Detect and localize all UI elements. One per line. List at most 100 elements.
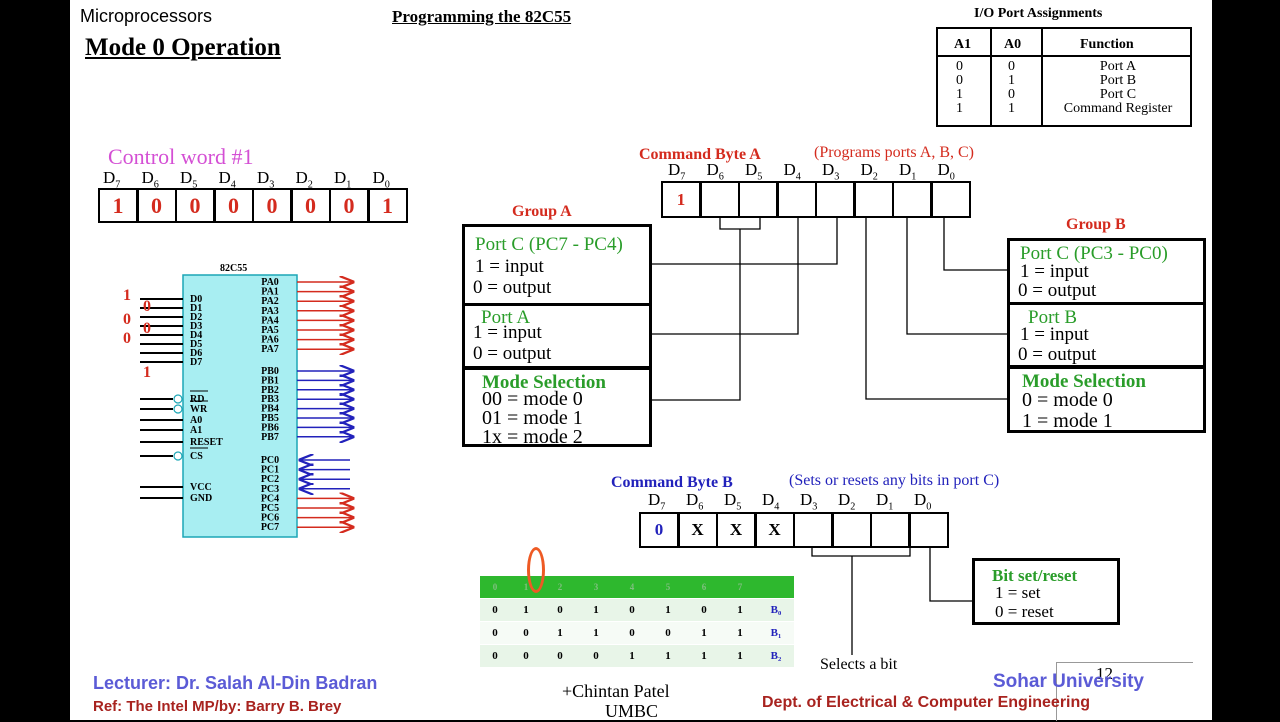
group-a-mode-0: 00 = mode 0: [482, 388, 583, 410]
chip-pin-label: PC0: [261, 455, 279, 466]
chip-pin-label: PA0: [261, 277, 279, 288]
control-word-bit-cell: 0: [213, 188, 254, 223]
header-a0: A0: [1004, 37, 1022, 52]
control-word-bit-cell: 0: [329, 188, 369, 223]
chip-pin-label: PB4: [261, 404, 279, 415]
bit-table-cell: 0: [480, 599, 511, 621]
bit-table-cell: 1: [722, 599, 759, 621]
chip-pin-label: GND: [190, 493, 212, 504]
command-b-bit-cell: [908, 512, 949, 548]
bit-table-cell: 1: [686, 645, 723, 667]
bit-label: D0: [937, 160, 955, 183]
command-a-bit-cell: [892, 181, 932, 218]
bit-table-cell: 0: [650, 622, 687, 644]
chip-pin-label: RD: [190, 394, 204, 405]
control-word-bit-cell: 0: [136, 188, 177, 223]
group-a-portc-title: Port C (PC7 - PC4): [475, 234, 623, 255]
chip-pin-label: CS: [190, 451, 203, 462]
command-a-bit-cell: [853, 181, 894, 218]
bit-table-header-cell: 7: [722, 576, 759, 598]
bit-table-header-cell: 2: [542, 576, 579, 598]
inverter-bubble: [173, 451, 183, 461]
data-pin-value: 0: [143, 320, 151, 337]
bit-set-reset-box: Bit set/reset 1 = set 0 = reset: [972, 558, 1120, 625]
bit-table-cell: 1: [650, 599, 687, 621]
bit-label: D2: [838, 490, 856, 513]
chip-pin-label: RESET: [190, 437, 223, 448]
group-a-mode-title: Mode Selection: [482, 372, 607, 393]
chip-pin-label: PB0: [261, 366, 279, 377]
io-row-a0: 0: [1008, 87, 1015, 102]
chip-pin-label: PB2: [261, 385, 279, 396]
bit-table-cell: 1: [542, 622, 579, 644]
io-row-function: Port B: [1099, 73, 1137, 88]
chip-pin-label: PC7: [261, 522, 279, 533]
group-a-mode-2: 1x = mode 2: [482, 426, 583, 448]
university-label: Sohar University: [993, 671, 1144, 692]
bit-table-cell: 1: [686, 622, 723, 644]
bit-set-label: 1 = set: [995, 583, 1041, 602]
chip-pin-label: PB1: [261, 375, 279, 386]
chip-pin-label: PC1: [261, 465, 279, 476]
group-b-portb-title: Port B: [1028, 307, 1078, 328]
chip-pin-label: D2: [190, 312, 202, 323]
group-b-portc-input: 1 = input: [1020, 261, 1089, 282]
chip-pin-label: PC2: [261, 474, 279, 485]
io-row-a1: 1: [956, 87, 963, 102]
group-b-mode-0: 0 = mode 0: [1022, 389, 1113, 411]
bit-table-cell: B₀: [758, 599, 795, 621]
group-b-portc-box: Port C (PC3 - PC0) 1 = input 0 = output: [1007, 238, 1206, 305]
bit-label: D1: [334, 168, 352, 191]
control-word-bit-cell: 0: [252, 188, 292, 223]
bit-table-cell: 0: [480, 622, 511, 644]
group-b-portc-title: Port C (PC3 - PC0): [1020, 243, 1168, 264]
bit-label: D3: [257, 168, 275, 191]
bit-table-cell: 1: [650, 645, 687, 667]
bit-label: D7: [648, 490, 666, 513]
command-b-note: (Sets or resets any bits in port C): [789, 472, 1000, 489]
bit-table-cell: 1: [722, 645, 759, 667]
chip-pin-label: D1: [190, 303, 202, 314]
command-b-title: Command Byte B: [611, 474, 733, 491]
page-title: Mode 0 Operation: [85, 34, 281, 61]
group-a-portc-box: Port C (PC7 - PC4) 1 = input 0 = output: [462, 224, 652, 306]
group-b-portb-input: 1 = input: [1020, 324, 1089, 345]
chip-pin-label: WR: [190, 404, 208, 415]
bit-label: D6: [141, 168, 159, 191]
bit-label: D2: [860, 160, 878, 183]
chip-pin-label: PC3: [261, 484, 279, 495]
group-a-portc-output: 0 = output: [473, 277, 552, 298]
chip-pin-label: D6: [190, 348, 202, 359]
bit-table-cell: 0: [510, 622, 543, 644]
command-b-bit-cell: X: [754, 512, 795, 548]
chip-pin-label: D4: [190, 330, 202, 341]
chip-pin-label: D7: [190, 357, 202, 368]
group-a-mode-box: Mode Selection 00 = mode 0 01 = mode 1 1…: [462, 367, 652, 448]
bit-table-cell: B₂: [758, 645, 795, 667]
control-word-bit-cell: 1: [367, 188, 408, 223]
command-a-bit-cell: [699, 181, 740, 218]
bit-table-header-cell: [758, 576, 795, 598]
data-pin-value: 1: [123, 287, 131, 304]
page-number-box: [1056, 662, 1193, 721]
bit-table-cell: 1: [578, 622, 615, 644]
group-b-mode-box: Mode Selection 0 = mode 0 1 = mode 1: [1007, 366, 1206, 433]
bit-table-header-cell: 3: [578, 576, 615, 598]
chip-pin-label: PB5: [261, 413, 279, 424]
chip-pin-label: PA7: [261, 344, 279, 355]
io-row-a0: 1: [1008, 73, 1015, 88]
command-a-bit-cell: [930, 181, 971, 218]
bit-label: D4: [218, 168, 236, 191]
chip-pin-label: D5: [190, 339, 202, 350]
group-a-mode-1: 01 = mode 1: [482, 407, 583, 429]
chip-pin-label: PA4: [261, 315, 279, 326]
bit-label: D6: [686, 490, 704, 513]
bit-label: D1: [899, 160, 917, 183]
credit-name: +Chintan Patel: [562, 681, 670, 701]
bit-table-cell: 0: [542, 599, 579, 621]
bit-label: D5: [180, 168, 198, 191]
chip-pin-label: PB7: [261, 432, 279, 443]
bit-table-header-cell: 0: [480, 576, 511, 598]
command-a-title: Command Byte A: [639, 146, 761, 163]
